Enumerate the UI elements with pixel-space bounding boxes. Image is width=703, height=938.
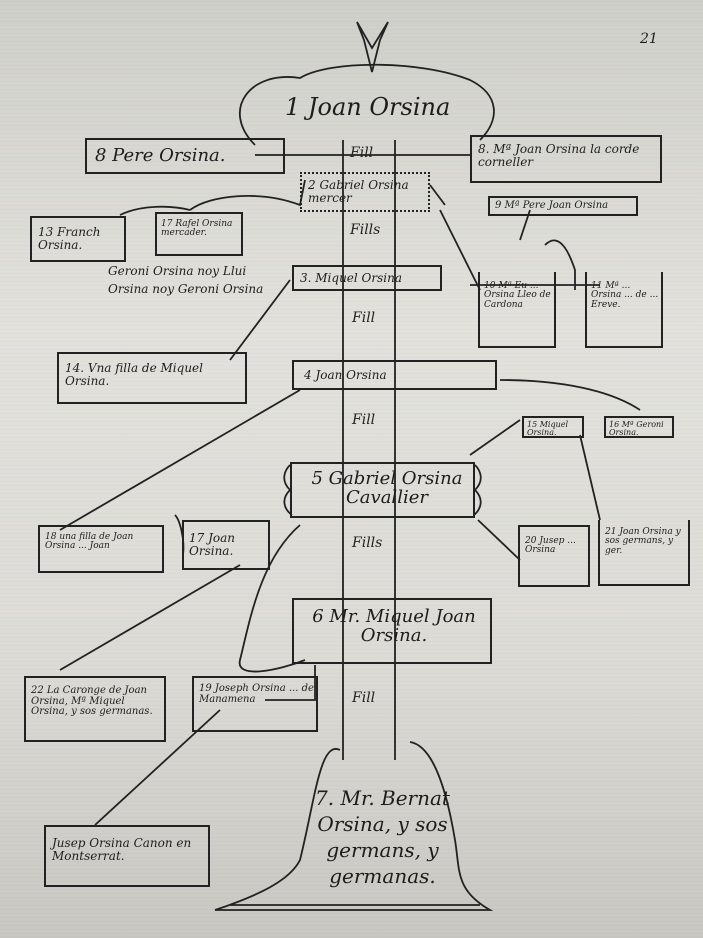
node-20-text: 20 Jusep ... Orsina <box>525 536 576 556</box>
node-19-box: 19 Joseph Orsina ... de Manamena <box>192 676 318 732</box>
node-14-box: 14. Vna filla de Miquel Orsina. <box>57 352 247 404</box>
node-3-box: 3. Miquel Orsina <box>292 265 442 291</box>
trunk-label-3: Fill <box>352 310 376 326</box>
node-2-text: 2 Gabriel Orsina mercer <box>308 178 409 205</box>
trunk-label-2: Fills <box>350 222 381 238</box>
node-2-box: 2 Gabriel Orsina mercer <box>300 172 430 212</box>
cloud-1 <box>238 63 495 146</box>
node-10-text: 10 Mª Eu ... Orsina Lleo de Cardona <box>484 281 551 310</box>
node-4-text: 4 Joan Orsina <box>304 368 387 382</box>
page-number: 21 <box>640 31 658 47</box>
node-8b-box: 8. Mª Joan Orsina la corde corneller <box>470 135 662 183</box>
node-9-box: 9 Mª Pere Joan Orsina <box>488 196 638 216</box>
node-11-text: 11 Mª ... Orsina ... de ... Ereve. <box>591 281 659 310</box>
trunk-label-1: Fill <box>350 145 374 161</box>
trunk-label-5: Fills <box>352 535 383 551</box>
node-8b-text: 8. Mª Joan Orsina la corde corneller <box>478 142 640 169</box>
crown-ornament <box>356 21 389 73</box>
node-16-box: 16 Mª Geroni Orsina. <box>604 416 674 438</box>
node-6-box: 6 Mr. Miquel Joan Orsina. <box>292 598 492 664</box>
node-1-joan-orsina: 1 Joan Orsina <box>285 93 451 121</box>
trunk-label-4: Fill <box>352 412 376 428</box>
node-21-box: 21 Joan Orsina y sos germans, y ger. <box>598 520 690 586</box>
node-18-text: 18 una filla de Joan Orsina ... Joan <box>45 532 134 552</box>
node-19-text: 19 Joseph Orsina ... de Manamena <box>199 683 314 705</box>
node-16-text: 16 Mª Geroni Orsina. <box>609 420 664 438</box>
node-18-box: 18 una filla de Joan Orsina ... Joan <box>38 525 164 573</box>
node-4-box: 4 Joan Orsina <box>292 360 497 390</box>
node-3-text: 3. Miquel Orsina <box>300 271 403 285</box>
node-8-text: 8 Pere Orsina. <box>95 145 226 166</box>
node-jusep-box: Jusep Orsina Canon en Montserrat. <box>44 825 210 887</box>
node-13-text: 13 Franch Orsina. <box>38 225 101 252</box>
node-5-text: 5 Gabriel Orsina Cavallier <box>311 468 463 508</box>
sons-note: Geroni Orsina noy Llui Orsina noy Geroni… <box>108 264 264 296</box>
node-17a-text: 17 Rafel Orsina mercader. <box>161 219 233 239</box>
node-20-box: 20 Jusep ... Orsina <box>518 525 590 587</box>
node-17b-text: 17 Joan Orsina. <box>189 531 236 558</box>
node-6-text: 6 Mr. Miquel Joan Orsina. <box>312 606 476 646</box>
trunk-label-6: Fill <box>352 690 376 706</box>
node-22-text: 22 La Caronge de Joan Orsina, Mª Miquel … <box>31 685 153 717</box>
node-15-box: 15 Miquel Orsina. <box>522 416 584 438</box>
node-10-box: 10 Mª Eu ... Orsina Lleo de Cardona <box>478 272 556 348</box>
node-13-box: 13 Franch Orsina. <box>30 216 126 262</box>
node-11-box: 11 Mª ... Orsina ... de ... Ereve. <box>585 272 663 348</box>
node-17a-box: 17 Rafel Orsina mercader. <box>155 212 243 256</box>
node-5-box: 5 Gabriel Orsina Cavallier <box>290 462 475 518</box>
node-8-box: 8 Pere Orsina. <box>85 138 285 174</box>
node-17b-box: 17 Joan Orsina. <box>182 520 270 570</box>
node-9-text: 9 Mª Pere Joan Orsina <box>495 200 609 211</box>
node-7-text: 7. Mr. Bernat Orsina, y sos germans, y g… <box>315 786 450 888</box>
node-22-box: 22 La Caronge de Joan Orsina, Mª Miquel … <box>24 676 166 742</box>
node-jusep-text: Jusep Orsina Canon en Montserrat. <box>52 836 192 863</box>
node-21-text: 21 Joan Orsina y sos germans, y ger. <box>605 527 681 556</box>
node-15-text: 15 Miquel Orsina. <box>527 420 569 438</box>
trunk <box>342 140 396 760</box>
node-14-text: 14. Vna filla de Miquel Orsina. <box>65 361 203 388</box>
bell-base <box>214 741 494 911</box>
